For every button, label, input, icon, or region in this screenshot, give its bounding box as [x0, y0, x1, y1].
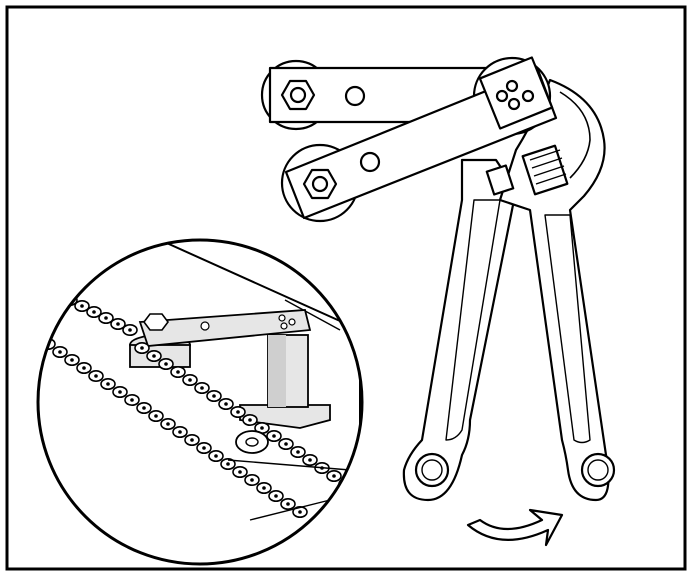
- tensioner-bracket: [260, 56, 558, 223]
- wrench-left-handle: [402, 158, 518, 502]
- hex-nut-front: [302, 168, 338, 200]
- hole-front: [359, 151, 381, 173]
- wrench-worm-screw: [521, 144, 569, 196]
- adjustable-wrench: [402, 78, 616, 502]
- chain-detail-inset: [36, 238, 364, 566]
- inset-border: [36, 238, 364, 566]
- rotate-arrow-icon: [466, 508, 564, 547]
- hex-nut-back: [280, 79, 316, 111]
- hole-back: [344, 85, 366, 107]
